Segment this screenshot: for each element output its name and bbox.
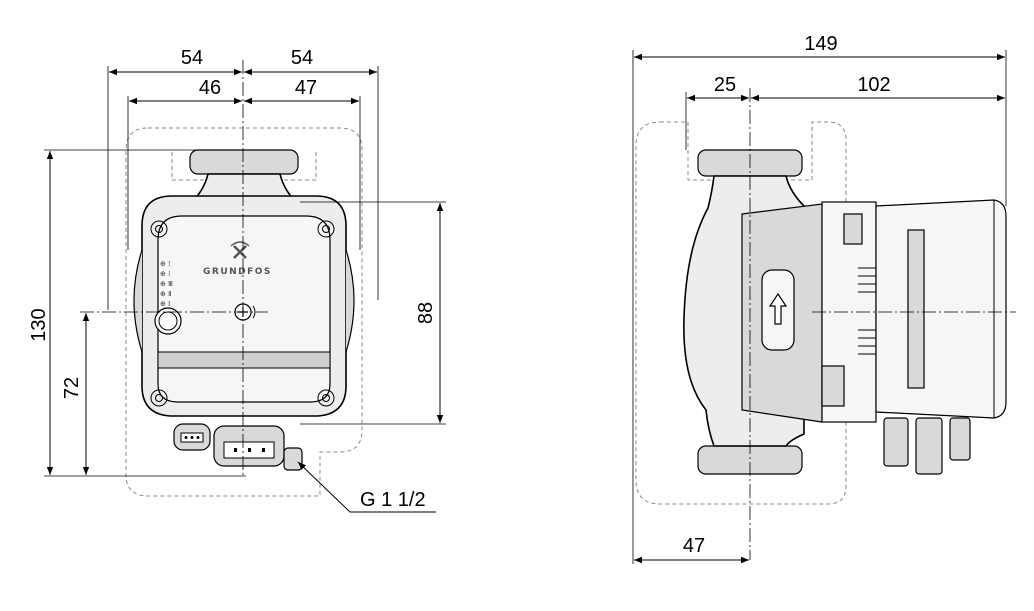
front-envelope-outline — [125, 127, 363, 497]
front-volute-right — [345, 249, 355, 353]
dim-label-height-total: 130 — [28, 308, 50, 341]
dim-label-height-body: 88 — [415, 302, 437, 324]
bolt-icon — [317, 389, 335, 407]
side-view: 149 25 102 47 — [632, 33, 1016, 564]
dim-label-inner-right: 47 — [295, 77, 317, 99]
dim-label-total-length: 149 — [804, 33, 837, 55]
front-volute-left — [133, 249, 143, 353]
dim-label-height-axis: 72 — [61, 377, 83, 399]
bolt-icon — [150, 389, 168, 407]
side-motor-can — [875, 199, 1007, 419]
thread-label: G 1 1/2 — [360, 489, 426, 511]
dim-label-top-right: 54 — [291, 47, 313, 69]
front-top-flange — [189, 149, 299, 175]
dim-label-bottom: 47 — [683, 535, 705, 557]
thread-leader-line — [297, 461, 436, 513]
svg-text:⊕ ⁞: ⊕ ⁞ — [160, 270, 170, 278]
svg-text:⊕ Ⅰ: ⊕ Ⅰ — [160, 300, 170, 308]
dim-label-top-left: 54 — [181, 47, 203, 69]
indicator-leds-icon: ⊕ ⁞ ⊕ ⁞ ⊕ Ⅲ ⊕ Ⅱ ⊕ Ⅰ — [160, 260, 173, 308]
svg-text:⊕ ⁞: ⊕ ⁞ — [160, 260, 170, 268]
dim-label-motor-length: 102 — [857, 74, 890, 96]
side-cable-connector-icon — [883, 417, 971, 475]
svg-text:⊕ Ⅱ: ⊕ Ⅱ — [160, 290, 172, 298]
flow-direction-arrow-icon — [768, 292, 788, 325]
side-envelope-outline — [635, 121, 847, 505]
side-control-upper-block — [843, 213, 863, 245]
power-connector-icon — [213, 425, 285, 467]
side-control-lower-block — [821, 365, 845, 407]
dim-label-inner-left: 46 — [199, 77, 221, 99]
front-view: GRUNDFOS ⊕ ⁞ ⊕ ⁞ ⊕ Ⅲ ⊕ Ⅱ ⊕ Ⅰ — [28, 47, 446, 513]
bolt-icon — [150, 220, 168, 238]
logo-text: GRUNDFOS — [203, 267, 272, 277]
grundfos-logo-icon — [230, 241, 250, 259]
svg-text:⊕ Ⅲ: ⊕ Ⅲ — [160, 280, 173, 288]
front-control-band — [157, 351, 331, 369]
side-rotor-block — [907, 229, 925, 389]
front-bottom-flange — [283, 447, 303, 471]
bolt-icon — [317, 220, 335, 238]
signal-connector-icon — [173, 423, 211, 451]
dim-label-flange-offset: 25 — [714, 74, 736, 96]
